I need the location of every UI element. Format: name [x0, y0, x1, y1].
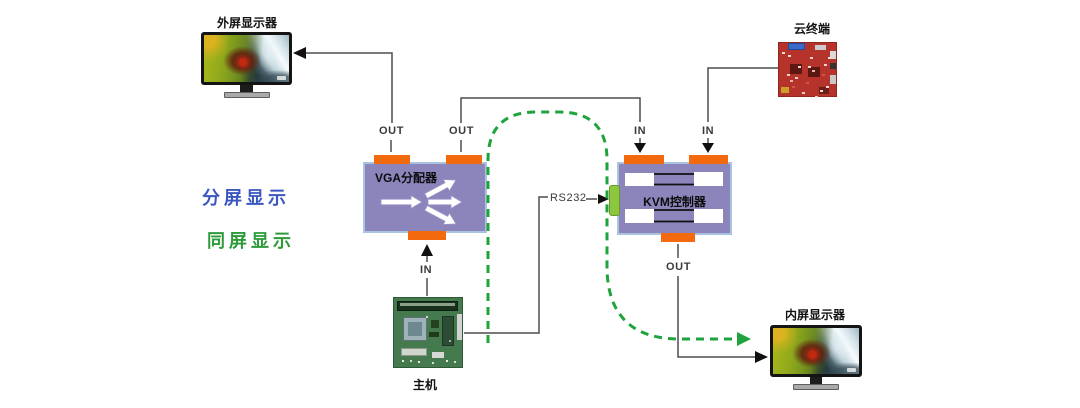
kvm-out-port [661, 233, 695, 242]
vga-connector [788, 43, 805, 50]
chip [429, 332, 439, 337]
splitter-arrows-icon [380, 179, 463, 225]
vga-in-label: IN [420, 264, 433, 276]
monitor-stand-neck [810, 377, 822, 384]
same-screen-annotation: 同屏显示 [207, 231, 295, 251]
vga-in-port [408, 231, 446, 240]
board-component [401, 348, 427, 356]
cpu-die [408, 322, 422, 336]
monitor-stand-neck [240, 85, 253, 92]
vga-splitter-box: VGA分配器 [363, 155, 487, 240]
chip [819, 87, 829, 94]
monitor-screen-image [204, 35, 289, 82]
kvm-out-label: OUT [666, 261, 692, 273]
vga-out-right-label: OUT [449, 125, 475, 137]
internal-monitor [770, 325, 862, 390]
kvm-controller-label: KVM控制器 [643, 195, 706, 209]
vga-out-port-right [446, 155, 482, 164]
host-label: 主机 [413, 378, 438, 392]
monitor-stand-base [793, 384, 839, 390]
vga-out-port-left [374, 155, 410, 164]
chip [431, 320, 439, 328]
vga-splitter-label: VGA分配器 [375, 171, 438, 185]
board-detail [402, 360, 404, 362]
kvm-controller-box: KVM控制器 [609, 155, 732, 242]
board-component [830, 63, 836, 69]
monitor-frame [770, 325, 862, 377]
kvm-in-port-right [689, 155, 728, 164]
chip [808, 67, 820, 77]
screen-watermark [277, 76, 286, 80]
external-monitor-label: 外屏显示器 [217, 16, 278, 30]
board-component [830, 51, 836, 59]
kvm-in-right-label: IN [702, 125, 715, 137]
kvm-in-port-left [624, 155, 664, 164]
board-component [442, 316, 454, 346]
rs232-label: RS232 [550, 192, 587, 204]
board-component [830, 75, 836, 84]
cloud-terminal-label: 云终端 [794, 22, 831, 36]
kvm-in-left-label: IN [634, 125, 647, 137]
monitor-screen-image [773, 328, 859, 374]
ram-slot [397, 301, 458, 311]
monitor-frame [201, 32, 292, 85]
chip [790, 64, 802, 74]
board-component [457, 314, 462, 340]
cloud-terminal-board [778, 42, 837, 97]
board-detail [782, 52, 785, 54]
board-component [432, 352, 444, 358]
vga-out-left-label: OUT [379, 125, 405, 137]
ram-slot-inner [400, 303, 455, 306]
split-screen-annotation: 分屏显示 [202, 188, 290, 208]
screen-watermark [847, 368, 856, 372]
monitor-stand-base [223, 92, 270, 98]
external-monitor [201, 32, 292, 98]
host-board [393, 297, 463, 368]
internal-monitor-label: 内屏显示器 [785, 308, 846, 322]
board-component [781, 87, 789, 93]
board-component [815, 45, 826, 50]
